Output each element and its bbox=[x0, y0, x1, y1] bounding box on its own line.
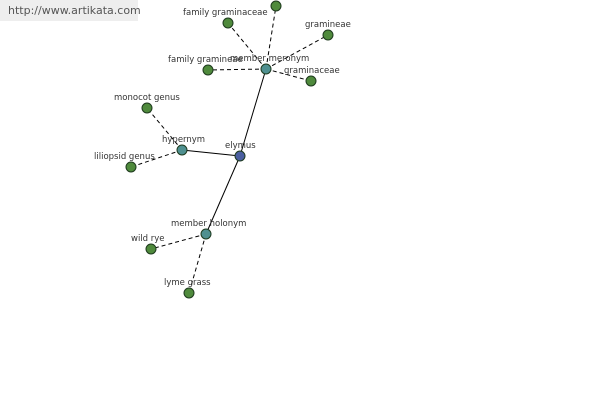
edge-member-meronym-to-family-gramineae bbox=[207, 68, 267, 71]
nodes-layer bbox=[125, 0, 334, 299]
node-member-meronym[interactable] bbox=[260, 63, 272, 75]
edge-member-meronym-to-graminaceae bbox=[265, 68, 312, 82]
node-monocot-genus[interactable] bbox=[141, 102, 153, 114]
label-gramineae: gramineae bbox=[305, 20, 351, 30]
node-family-graminaceae-1[interactable] bbox=[222, 17, 234, 29]
node-member-holonym[interactable] bbox=[200, 228, 212, 240]
edge-member-meronym-to-gramineae bbox=[265, 34, 329, 70]
node-mm-top[interactable] bbox=[270, 0, 282, 12]
label-liliopsid-genus: liliopsid genus bbox=[94, 152, 155, 162]
node-hypernym[interactable] bbox=[176, 144, 188, 156]
node-elymus[interactable] bbox=[234, 150, 246, 162]
node-wild-rye[interactable] bbox=[145, 243, 157, 255]
label-member-meronym: member meronym bbox=[230, 54, 309, 64]
label-monocot-genus: monocot genus bbox=[114, 93, 180, 103]
edge-member-holonym-to-wild-rye bbox=[150, 233, 207, 250]
label-lyme-grass: lyme grass bbox=[164, 278, 211, 288]
label-hypernym: hypernym bbox=[162, 135, 205, 145]
label-family-graminaceae-1: family graminaceae bbox=[183, 8, 268, 18]
node-liliopsid-genus[interactable] bbox=[125, 161, 137, 173]
edge-member-meronym-to-family-graminaceae-1 bbox=[227, 22, 267, 70]
label-graminaceae: graminaceae bbox=[284, 66, 340, 76]
node-family-gramineae[interactable] bbox=[202, 64, 214, 76]
label-elymus: elymus bbox=[225, 141, 256, 151]
edges-layer bbox=[130, 5, 329, 294]
edge-elymus-to-hypernym bbox=[181, 149, 241, 157]
edge-member-meronym-to-mm-top bbox=[265, 5, 277, 70]
label-member-holonym: member holonym bbox=[171, 219, 246, 229]
edge-member-holonym-to-lyme-grass bbox=[188, 233, 207, 294]
node-gramineae[interactable] bbox=[322, 29, 334, 41]
label-family-gramineae: family gramineae bbox=[168, 55, 243, 65]
site-url-watermark: http://www.artikata.com bbox=[0, 0, 141, 21]
label-wild-rye: wild rye bbox=[131, 234, 165, 244]
node-lyme-grass[interactable] bbox=[183, 287, 195, 299]
edge-hypernym-to-liliopsid-genus bbox=[130, 149, 183, 168]
edge-elymus-to-member-meronym bbox=[239, 68, 267, 157]
edge-elymus-to-member-holonym bbox=[205, 155, 241, 235]
labels-layer: elymus member meronym hypernym member holon… bbox=[94, 8, 351, 288]
node-graminaceae[interactable] bbox=[305, 75, 317, 87]
edge-hypernym-to-monocot-genus bbox=[146, 107, 183, 151]
